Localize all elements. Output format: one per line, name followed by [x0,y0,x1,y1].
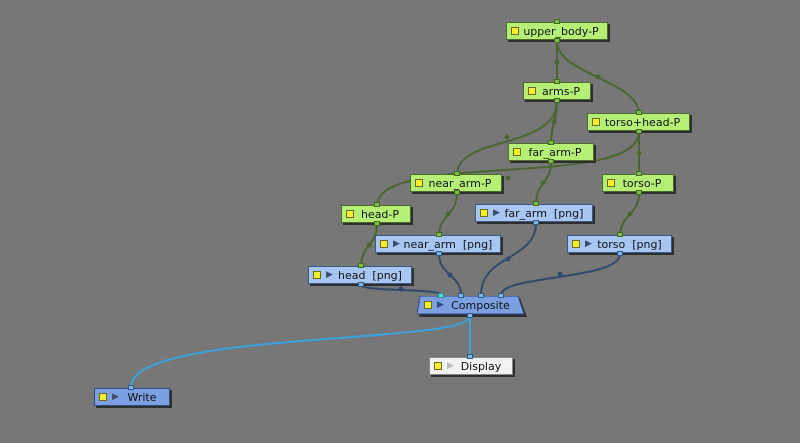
input-port[interactable] [617,232,623,237]
composite-input-port[interactable] [478,293,484,298]
play-icon: ▶ [437,300,444,310]
enable-toggle[interactable] [572,240,580,248]
enable-toggle[interactable] [528,87,536,95]
node-label: far_arm [png] [504,206,584,220]
input-port[interactable] [374,202,380,207]
output-port[interactable] [548,159,554,164]
output-port[interactable] [636,190,642,195]
enable-toggle[interactable] [592,118,600,126]
node-far-arm-png[interactable]: ▶ far_arm [png] [475,204,593,222]
enable-toggle[interactable] [511,27,519,35]
node-label: arms-P [541,84,581,98]
enable-toggle[interactable] [346,210,354,218]
node-label: Composite [451,298,510,312]
enable-toggle[interactable] [424,301,432,309]
output-port[interactable] [374,221,380,226]
node-label: upper_body-P [523,24,599,38]
node-label: torso+head-P [604,115,681,129]
wire-torso-head-to-head [376,131,640,207]
input-port[interactable] [533,201,539,206]
play-icon: ▶ [393,239,400,249]
output-port[interactable] [636,129,642,134]
node-near-arm-peg[interactable]: near_arm-P [410,174,502,192]
input-port[interactable] [454,171,460,176]
node-label: head-P [360,207,400,221]
composite-output-port[interactable] [467,313,473,318]
composite-input-port[interactable] [498,293,504,298]
input-port[interactable] [548,140,554,145]
enable-toggle[interactable] [607,179,615,187]
node-composite[interactable]: ▶ Composite [417,296,527,317]
node-write[interactable]: ▶ Write [94,388,170,406]
enable-toggle[interactable] [434,362,442,370]
enable-toggle[interactable] [480,209,488,217]
play-icon: ▶ [326,270,333,280]
output-port[interactable] [554,98,560,103]
output-port[interactable] [454,190,460,195]
output-port[interactable] [554,38,560,43]
enable-toggle[interactable] [380,240,388,248]
input-port[interactable] [636,171,642,176]
node-head-png[interactable]: ▶ head [png] [308,266,412,284]
play-icon: ▶ [447,361,454,371]
node-label: Write [127,390,157,404]
output-port[interactable] [436,251,442,256]
input-port[interactable] [636,110,642,115]
input-port[interactable] [436,232,442,237]
input-port[interactable] [467,354,473,359]
node-label: torso [png] [597,237,662,251]
enable-toggle[interactable] [313,271,321,279]
composite-shape [417,296,527,317]
composite-input-port[interactable] [438,293,444,298]
enable-toggle[interactable] [513,148,521,156]
play-icon: ▶ [493,208,500,218]
node-torso-peg[interactable]: torso-P [602,174,674,192]
wire-torso-png-to-composite [500,253,621,296]
node-label: near_arm [png] [403,237,493,251]
output-port[interactable] [533,220,539,225]
enable-toggle[interactable] [415,179,423,187]
input-port[interactable] [128,385,134,390]
play-icon: ▶ [585,239,592,249]
node-display[interactable]: ▶ Display [429,357,513,375]
node-label: torso-P [622,176,662,190]
input-port[interactable] [554,19,560,24]
input-port[interactable] [554,79,560,84]
enable-toggle[interactable] [99,393,107,401]
node-label: far_arm-P [528,145,582,159]
wire-arms-to-near-arm [456,100,558,176]
node-label: near_arm-P [428,176,492,190]
node-label: head [png] [337,268,402,282]
node-label: Display [460,359,502,373]
play-icon: ▶ [112,392,119,402]
wire-composite-to-write [130,315,471,388]
output-port[interactable] [617,251,623,256]
output-port[interactable] [358,282,364,287]
input-port[interactable] [358,263,364,268]
composite-input-port[interactable] [458,293,464,298]
